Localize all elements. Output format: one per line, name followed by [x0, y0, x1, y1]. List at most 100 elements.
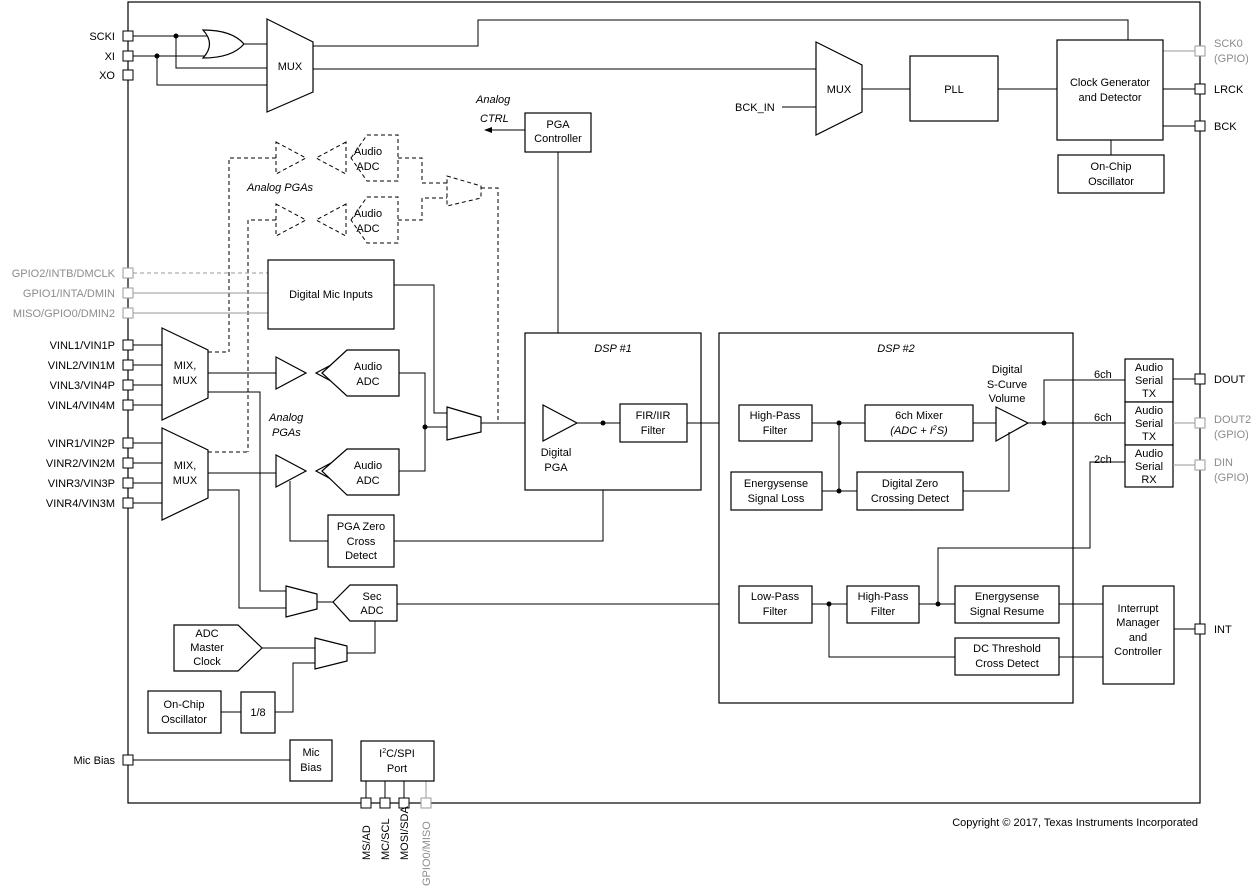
lpf-label-1: Low-Pass [751, 591, 800, 603]
mixer-label-1: 6ch Mixer [895, 410, 943, 422]
pin-din-sub: (GPIO) [1214, 472, 1249, 484]
pin-mic-bias: Mic Bias [73, 755, 115, 767]
sec-adc-label-2: ADC [360, 605, 383, 617]
onchip-oscillator-bottom [147, 690, 222, 734]
pin-mosisda: MOSI/SDA [399, 806, 411, 860]
int-label-1: Interrupt [1118, 603, 1159, 615]
pin-gpio1: GPIO1/INTA/DMIN [23, 288, 115, 300]
s-curve-label-3: Volume [989, 393, 1026, 405]
adc-master-clock-block [173, 624, 263, 672]
pin-int: INT [1214, 624, 1232, 636]
analog-pga-right [275, 454, 308, 488]
pin-vinr3: VINR3/VIN3P [48, 478, 115, 490]
pin-xi: XI [105, 51, 115, 63]
adc-master-label-2: Master [190, 642, 224, 654]
audio-adc-right [321, 448, 400, 496]
dashed-pga-group [228, 134, 499, 452]
pin-gpio2: GPIO2/INTB/DMCLK [12, 268, 116, 280]
fir-iir-label-2: Filter [641, 425, 666, 437]
pin-dout: DOUT [1214, 374, 1245, 386]
dsp2-label: DSP #2 [877, 343, 915, 355]
digital-pga-triangle [542, 404, 579, 442]
int-label-4: Controller [1114, 646, 1162, 658]
pin-mcscl: MC/SCL [380, 818, 392, 860]
ch6-label-b: 6ch [1094, 412, 1112, 424]
onchip-oscillator-bottom-label-2: Oscillator [161, 714, 207, 726]
ch6-label-a: 6ch [1094, 369, 1112, 381]
pin-vinl1: VINL1/VIN1P [50, 340, 115, 352]
adc-master-label-3: Clock [193, 656, 221, 668]
ast1-label-2: Serial [1135, 375, 1163, 387]
mux-pll-label: MUX [827, 84, 852, 96]
interrupt-manager-block [1102, 585, 1175, 685]
mux-top-label: MUX [278, 61, 303, 73]
onchip-oscillator-bottom-label-1: On-Chip [164, 699, 205, 711]
pga-zero-label-3: Detect [345, 550, 377, 562]
mixmux-left [161, 327, 209, 421]
hpf2-label-1: High-Pass [858, 591, 909, 603]
fir-iir-block [619, 403, 688, 443]
analog-ctrl-label-2: CTRL [480, 113, 509, 125]
pin-vinl3: VINL3/VIN4P [50, 380, 115, 392]
bottom-pins [360, 781, 432, 809]
audio-serial-rx [1124, 444, 1174, 488]
int-label-2: Manager [1116, 617, 1160, 629]
lpf-block [738, 585, 813, 624]
mixmux-right-label-2: MUX [173, 475, 198, 487]
dashed-adc-1-label-1: Audio [354, 146, 382, 158]
pll-label: PLL [944, 84, 964, 96]
pin-vinl4: VINL4/VIN4M [48, 400, 115, 412]
pin-dout2-sub: (GPIO) [1214, 429, 1249, 441]
digital-mic-block [267, 259, 395, 330]
pga-controller-label-1: PGA [546, 119, 570, 131]
clock-generator-label-1: Clock Generator [1070, 77, 1150, 89]
ast2-label-2: Serial [1135, 418, 1163, 430]
pin-vinl2: VINL2/VIN1M [48, 360, 115, 372]
eloss-label-2: Signal Loss [748, 493, 805, 505]
onchip-oscillator-top [1057, 154, 1165, 194]
hpf-label-1: High-Pass [750, 410, 801, 422]
sec-adc-label-1: Sec [363, 591, 382, 603]
ch2-label: 2ch [1094, 454, 1112, 466]
i2c-spi-label-port: Port [387, 763, 407, 775]
dzc-label-2: Crossing Detect [871, 493, 949, 505]
pin-vinr4: VINR4/VIN3M [46, 498, 115, 510]
dzc-label-1: Digital Zero [882, 478, 938, 490]
mixer-label-2: (ADC + I2S) [890, 425, 948, 437]
mixmux-left-label-2: MUX [173, 375, 198, 387]
analog-pgas-mid-label-1: Analog [268, 412, 304, 424]
pin-lrck: LRCK [1214, 84, 1244, 96]
pin-miso: MISO/GPIO0/DMIN2 [13, 308, 115, 320]
divider-label: 1/8 [250, 707, 265, 719]
onchip-oscillator-top-label-2: Oscillator [1088, 176, 1134, 188]
ast1-label-3: TX [1142, 388, 1157, 400]
master-clock-mux [314, 637, 348, 670]
dsp1-label: DSP #1 [594, 343, 632, 355]
energysense-resume-block [954, 585, 1060, 624]
hpf-block [738, 404, 813, 442]
pin-din: DIN [1214, 457, 1233, 469]
ast1-label-1: Audio [1135, 362, 1163, 374]
mic-bias-label-1: Mic [302, 747, 320, 759]
pin-sck0: SCK0 [1214, 38, 1243, 50]
s-curve-label-2: S-Curve [987, 379, 1027, 391]
s-curve-volume-triangle [995, 406, 1030, 443]
lpf-label-2: Filter [763, 606, 788, 618]
sec-adc-block [332, 584, 398, 622]
digital-pga-label-2: PGA [544, 462, 568, 474]
eres-label-1: Energysense [975, 591, 1039, 603]
pga-zero-label-1: PGA Zero [337, 521, 385, 533]
dashed-adc-2-label-1: Audio [354, 208, 382, 220]
mixmux-left-label-1: MIX, [174, 360, 197, 372]
analog-pgas-top-label: Analog PGAs [246, 182, 314, 194]
asr-label-3: RX [1141, 474, 1157, 486]
mux-top [266, 18, 314, 113]
i2c-spi-label: I2C/SPI [379, 748, 415, 760]
fir-iir-label-1: FIR/IIR [636, 410, 671, 422]
asr-label-2: Serial [1135, 461, 1163, 473]
dcth-label-2: Cross Detect [975, 658, 1039, 670]
int-label-3: and [1129, 632, 1147, 644]
pin-sck0-sub: (GPIO) [1214, 53, 1249, 65]
audio-adc-left-label-2: ADC [356, 376, 379, 388]
mixmux-right [161, 427, 209, 521]
